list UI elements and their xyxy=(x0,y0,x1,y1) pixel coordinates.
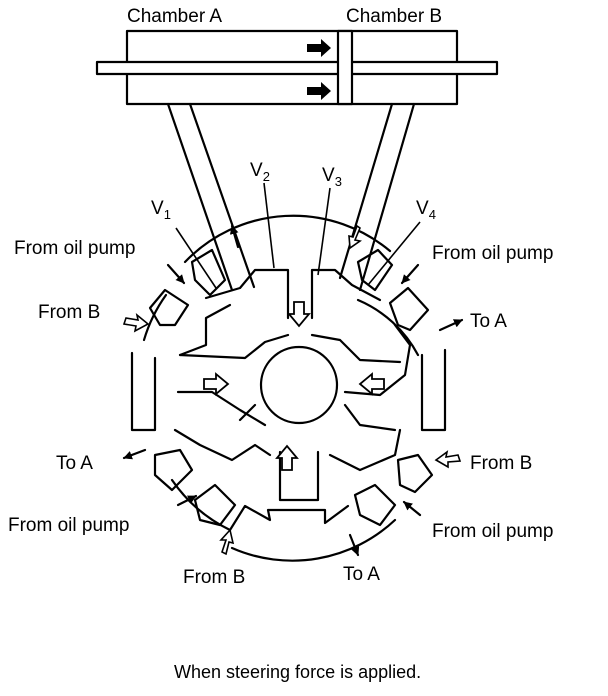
chamber-b-label: Chamber B xyxy=(346,6,442,27)
valve-v4-label: V4 xyxy=(416,198,436,222)
oil-line-chamber-a xyxy=(166,102,256,292)
valve-v2-label: V2 xyxy=(250,160,270,184)
flow-arrow-up xyxy=(275,444,299,471)
valve-housing xyxy=(130,214,447,562)
center-shaft xyxy=(259,345,339,425)
flow-arrow-right xyxy=(203,372,230,396)
valve-v1-label: V1 xyxy=(151,198,171,222)
valve-v3-label: V3 xyxy=(322,165,342,189)
port-arrows xyxy=(122,224,464,557)
valve-leaders xyxy=(175,182,421,289)
power-cylinder xyxy=(95,29,499,106)
flow-arrow-chamber-top xyxy=(307,39,331,57)
oil-line-chamber-b xyxy=(338,102,416,292)
label-from-b-bottom: From B xyxy=(183,567,245,588)
label-from-oil-pump-left-top: From oil pump xyxy=(14,238,135,259)
label-from-oil-pump-right-bottom: From oil pump xyxy=(432,521,553,542)
label-from-oil-pump-left-bottom: From oil pump xyxy=(8,515,129,536)
figure-caption: When steering force is applied. xyxy=(174,662,421,682)
label-to-a-right: To A xyxy=(470,311,507,332)
internal-flow-arrows xyxy=(203,301,385,471)
label-from-b-left: From B xyxy=(38,302,100,323)
flow-arrow-left xyxy=(358,372,385,396)
label-from-oil-pump-right-top: From oil pump xyxy=(432,243,553,264)
piston xyxy=(336,29,354,106)
label-to-a-left: To A xyxy=(56,453,93,474)
chamber-a-label: Chamber A xyxy=(127,6,222,27)
flow-arrow-down xyxy=(287,301,311,328)
valve-rotor xyxy=(173,268,412,502)
label-to-a-bottom: To A xyxy=(343,564,380,585)
piston-rod xyxy=(95,60,499,76)
label-from-b-right: From B xyxy=(470,453,532,474)
flow-arrow-chamber-bottom xyxy=(307,82,331,100)
